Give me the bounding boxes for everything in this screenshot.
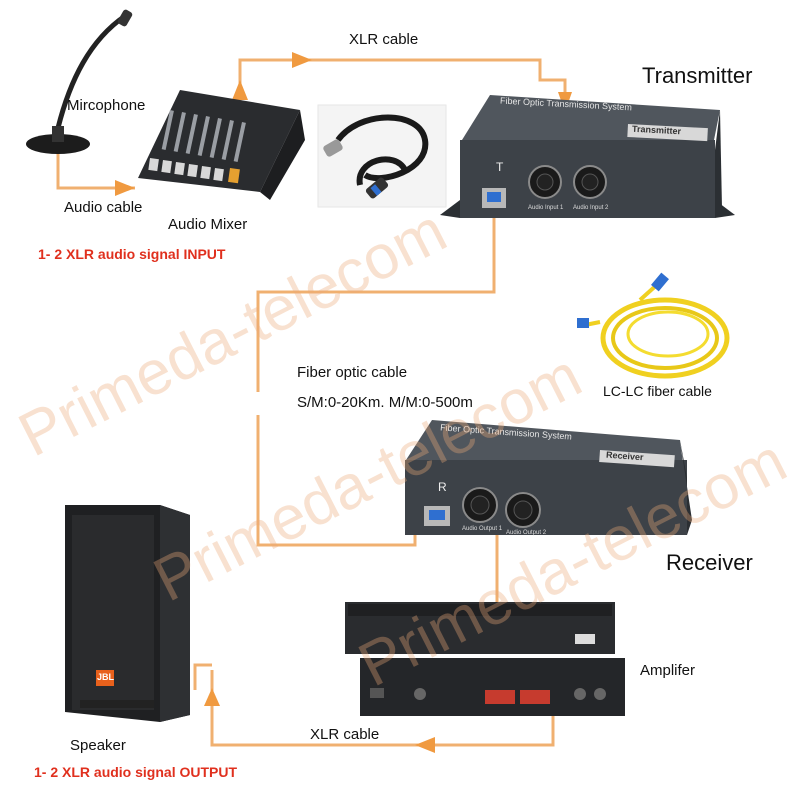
fiber-spec-label: S/M:0-20Km. M/M:0-500m (297, 394, 473, 411)
arrow-up-speaker (204, 688, 220, 706)
arrow-right-top (292, 52, 312, 68)
speaker-link-line (193, 663, 212, 690)
xlr-cable-top-line (238, 58, 567, 110)
receiver-label: Receiver (666, 550, 753, 575)
rx-port1-label: Audio Output 1 (462, 526, 503, 532)
audio-cable-line (56, 148, 135, 190)
rx-port2-label: Audio Output 2 (506, 530, 547, 536)
xlr-cable-bottom-label: XLR cable (310, 726, 380, 743)
xlr-cable-bottom-line (210, 670, 555, 747)
lc-fiber-cable-image (577, 272, 730, 379)
xlr-cable-image (317, 104, 447, 208)
receiver-image (405, 420, 692, 535)
transmitter-letter: T (496, 160, 504, 174)
arrow-left-bottom (415, 737, 435, 753)
lc-cable-label: LC-LC fiber cable (603, 383, 712, 399)
transmitter-label: Transmitter (642, 63, 753, 88)
transmitter-image (440, 95, 735, 218)
speaker-logo: JBL (97, 672, 115, 682)
amplifier-image (345, 602, 625, 716)
tx-port1-label: Audio Input 1 (528, 205, 564, 211)
fiber-cable-label: Fiber optic cable (297, 364, 408, 381)
speaker-image (65, 505, 190, 722)
microphone-label: Mircophone (67, 97, 146, 114)
tx-port2-label: Audio Input 2 (573, 205, 609, 211)
amplifier-label: Amplifer (640, 662, 696, 679)
audio-cable-label: Audio cable (64, 199, 143, 216)
receiver-letter: R (438, 480, 447, 494)
microphone-image (26, 9, 133, 154)
arrow-up-mixer (232, 80, 248, 100)
input-note: 1- 2 XLR audio signal INPUT (38, 246, 226, 262)
output-note: 1- 2 XLR audio signal OUTPUT (34, 764, 238, 780)
audio-mixer-image (138, 90, 305, 200)
xlr-cable-top-label: XLR cable (349, 31, 419, 48)
speaker-label: Speaker (70, 737, 126, 754)
arrow-to-mixer (115, 180, 135, 196)
connectors (56, 58, 567, 747)
audio-mixer-label: Audio Mixer (168, 216, 248, 233)
fiber-line-upper (256, 215, 496, 392)
